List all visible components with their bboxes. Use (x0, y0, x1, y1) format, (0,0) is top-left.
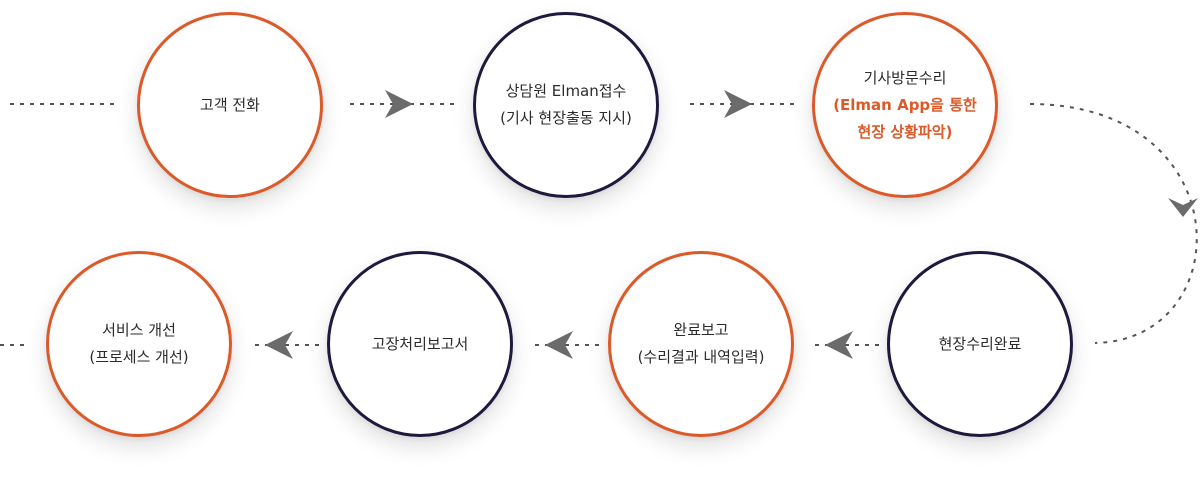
step-text: (프로세스 개선) (89, 348, 189, 366)
step-text: 기사방문수리 (863, 68, 947, 87)
step-label: 고객 전화 (200, 92, 260, 119)
connector-visit-done (1029, 103, 1198, 344)
step-consultant-intake: 상담원 Elman접수 (기사 현장출동 지시) (473, 12, 659, 198)
step-repair-complete: 현장수리완료 (887, 251, 1073, 437)
step-text: 현장수리완료 (938, 334, 1022, 353)
step-text: 상담원 Elman접수 (505, 82, 627, 100)
arrow-right-icon (724, 90, 752, 118)
arrow-right-icon (385, 90, 413, 118)
arrow-left-icon (545, 331, 573, 359)
step-text-highlight: (Elman App을 통한 (833, 95, 977, 114)
step-text-highlight: 현장 상황파악) (857, 122, 953, 141)
step-text: 고장처리보고서 (371, 334, 469, 353)
step-label: 완료보고 (수리결과 내역입력) (638, 317, 765, 371)
step-text: 고객 전화 (200, 95, 260, 114)
step-fault-report: 고장처리보고서 (327, 251, 513, 437)
step-label: 상담원 Elman접수 (기사 현장출동 지시) (500, 78, 632, 132)
arrow-down-icon (1168, 198, 1198, 217)
arrow-left-icon (825, 331, 853, 359)
step-customer-call: 고객 전화 (137, 12, 323, 198)
step-text: 완료보고 (673, 321, 729, 339)
step-label: 현장수리완료 (939, 331, 1022, 358)
step-completion-report: 완료보고 (수리결과 내역입력) (608, 251, 794, 437)
step-label: 기사방문수리 (Elman App을 통한 현장 상황파악) (833, 65, 977, 146)
step-text: (수리결과 내역입력) (637, 348, 765, 366)
step-label: 서비스 개선 (프로세스 개선) (89, 317, 188, 371)
step-text: 서비스 개선 (102, 321, 176, 339)
step-text: (기사 현장출동 지시) (500, 109, 632, 127)
step-service-improvement: 서비스 개선 (프로세스 개선) (46, 251, 232, 437)
step-label: 고장처리보고서 (372, 331, 469, 358)
arrow-left-icon (265, 331, 293, 359)
step-technician-visit: 기사방문수리 (Elman App을 통한 현장 상황파악) (812, 12, 998, 198)
